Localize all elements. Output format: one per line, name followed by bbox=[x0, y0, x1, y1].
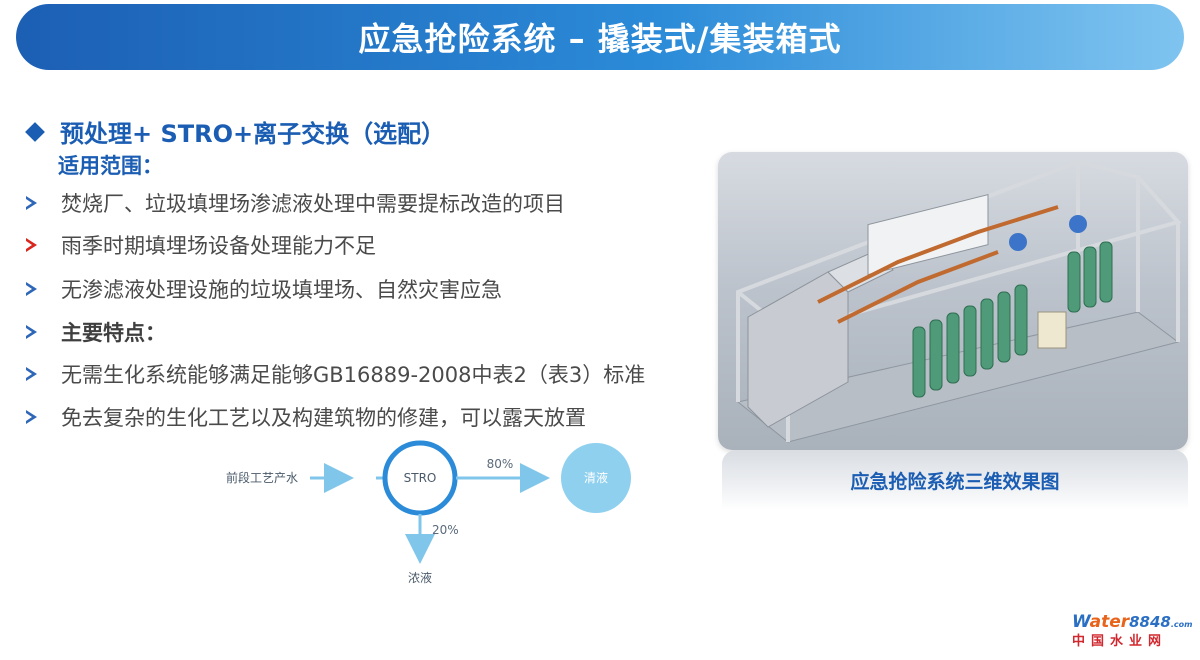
container-3d-render-image bbox=[718, 152, 1188, 450]
process-flow-diagram: 前段工艺产水 STRO 80% 清液 20% 浓液 bbox=[226, 440, 631, 585]
bullet-text: 无需生化系统能够满足能够GB16889-2008中表2（表3）标准 bbox=[61, 363, 646, 387]
figure-caption-box: 应急抢险系统三维效果图 bbox=[722, 450, 1188, 510]
permeate-node bbox=[561, 443, 631, 513]
arrow-bullet-icon bbox=[26, 196, 37, 210]
brand-logo-latin: Water8848.com bbox=[1072, 612, 1193, 632]
bullet-item: 主要特点： bbox=[24, 317, 166, 347]
arrow-bullet-icon bbox=[26, 238, 37, 252]
arrow-bullet-icon bbox=[26, 367, 37, 381]
concentrate-percent: 20% bbox=[432, 523, 459, 537]
bullet-item: 焚烧厂、垃圾填埋场渗滤液处理中需要提标改造的项目 bbox=[24, 188, 565, 218]
bullet-text: 免去复杂的生化工艺以及构建筑物的修建，可以露天放置 bbox=[61, 406, 586, 430]
title-banner: 应急抢险系统 – 撬装式/集装箱式 bbox=[16, 4, 1184, 70]
permeate-percent: 80% bbox=[487, 457, 514, 471]
arrow-bullet-icon bbox=[26, 325, 37, 339]
brand-logo: Water8848.com 中国水业网 bbox=[1072, 612, 1196, 656]
arrow-bullet-icon bbox=[26, 282, 37, 296]
bullet-item: 无需生化系统能够满足能够GB16889-2008中表2（表3）标准 bbox=[24, 359, 645, 389]
flow-input-label: 前段工艺产水 bbox=[226, 470, 298, 485]
bullet-text: 焚烧厂、垃圾填埋场渗滤液处理中需要提标改造的项目 bbox=[61, 192, 565, 216]
section-heading: 预处理+ STRO+离子交换（选配） bbox=[60, 120, 446, 148]
stro-node bbox=[382, 440, 458, 516]
bullet-text: 主要特点： bbox=[61, 321, 166, 345]
figure-caption: 应急抢险系统三维效果图 bbox=[850, 470, 1060, 493]
brand-logo-chinese: 中国水业网 bbox=[1072, 634, 1168, 649]
bullet-text: 雨季时期填埋场设备处理能力不足 bbox=[61, 234, 376, 258]
stro-label: STRO bbox=[404, 471, 437, 485]
concentrate-label: 浓液 bbox=[408, 570, 432, 585]
bullet-item: 无渗滤液处理设施的垃圾填埋场、自然灾害应急 bbox=[24, 274, 502, 304]
container-3d-render-icon bbox=[736, 159, 1182, 443]
page-title: 应急抢险系统 – 撬装式/集装箱式 bbox=[358, 20, 842, 58]
bullet-item: 雨季时期填埋场设备处理能力不足 bbox=[24, 230, 376, 260]
diamond-bullet-icon bbox=[25, 121, 45, 142]
bullet-item: 免去复杂的生化工艺以及构建筑物的修建，可以露天放置 bbox=[24, 402, 586, 432]
bullet-text: 无渗滤液处理设施的垃圾填埋场、自然灾害应急 bbox=[61, 278, 502, 302]
section-heading-row: 预处理+ STRO+离子交换（选配） bbox=[24, 114, 445, 149]
permeate-label: 清液 bbox=[584, 470, 608, 485]
scope-subheading: 适用范围： bbox=[58, 154, 163, 178]
arrow-bullet-icon bbox=[26, 410, 37, 424]
